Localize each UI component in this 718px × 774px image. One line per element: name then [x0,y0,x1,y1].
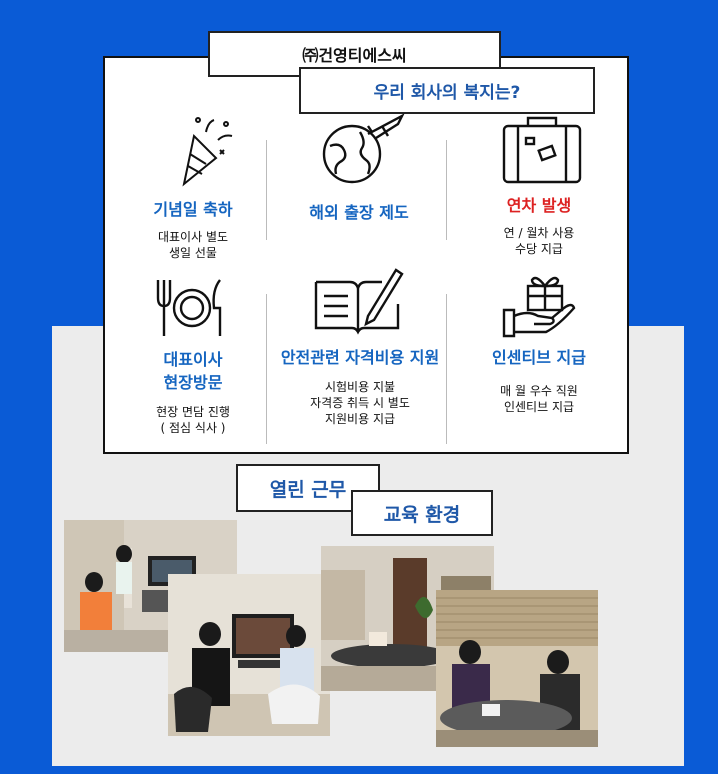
benefit-title: 기념일 축하 [153,200,233,219]
office-photo-4 [436,590,598,747]
benefit-desc-line: 수당 지급 [515,242,563,256]
benefit-title-line: 대표이사 [163,350,223,369]
fork-plate-knife-icon [156,279,222,336]
divider [266,140,267,240]
benefit-desc-line: 자격증 취득 시 별도 [310,396,410,410]
benefit-desc-line: 인센티브 지급 [503,400,575,414]
benefit-overseas-trip: 해외 출장 제도 [284,201,434,224]
benefit-desc: 시험비용 지불 자격증 취득 시 별도 지원비용 지급 [262,379,458,427]
benefit-title: 인센티브 지급 [492,348,586,367]
benefit-title-line: 현장방문 [163,373,223,392]
suitcase-icon [502,116,582,184]
welfare-title: 우리 회사의 복지는? [299,67,595,114]
benefit-desc-line: 지원비용 지급 [324,412,396,426]
book-pencil-icon [314,268,404,335]
party-popper-icon [182,117,233,187]
benefit-desc-line: 매 월 우수 직원 [500,384,578,398]
benefit-desc-line: 생일 선물 [169,246,217,260]
education-tag: 교육 환경 [351,490,493,536]
benefit-title: 안전관련 자격비용 지원 [280,348,440,367]
benefit-incentive: 인센티브 지급 매 월 우수 직원 인센티브 지급 [464,346,614,415]
benefit-desc: 연 / 월차 사용 수당 지급 [464,225,614,257]
benefit-anniversary: 기념일 축하 대표이사 별도 생일 선물 [118,198,268,261]
benefit-desc-line: ( 점심 식사 ) [160,421,226,435]
benefit-desc-line: 대표이사 별도 [157,230,229,244]
benefit-title: 연차 발생 [506,196,572,215]
benefit-desc-line: 현장 면담 진행 [156,405,230,419]
gift-hand-icon [502,276,576,338]
benefit-annual-leave: 연차 발생 연 / 월차 사용 수당 지급 [464,194,614,257]
benefit-desc: 대표이사 별도 생일 선물 [118,229,268,261]
benefit-desc: 현장 면담 진행 ( 점심 식사 ) [118,404,268,436]
divider [446,140,447,240]
benefit-ceo-visit: 대표이사 현장방문 현장 면담 진행 ( 점심 식사 ) [118,348,268,436]
benefit-desc-line: 연 / 월차 사용 [503,226,575,240]
benefit-desc-line: 시험비용 지불 [324,380,396,394]
office-photo-2 [168,574,330,736]
divider [266,294,267,444]
benefit-title: 해외 출장 제도 [309,203,409,222]
benefit-desc: 매 월 우수 직원 인센티브 지급 [464,383,614,415]
benefit-safety-cert: 안전관련 자격비용 지원 시험비용 지불 자격증 취득 시 별도 지원비용 지급 [262,346,458,427]
welfare-card [103,56,629,454]
globe-airplane-icon [322,113,405,184]
divider [446,294,447,444]
